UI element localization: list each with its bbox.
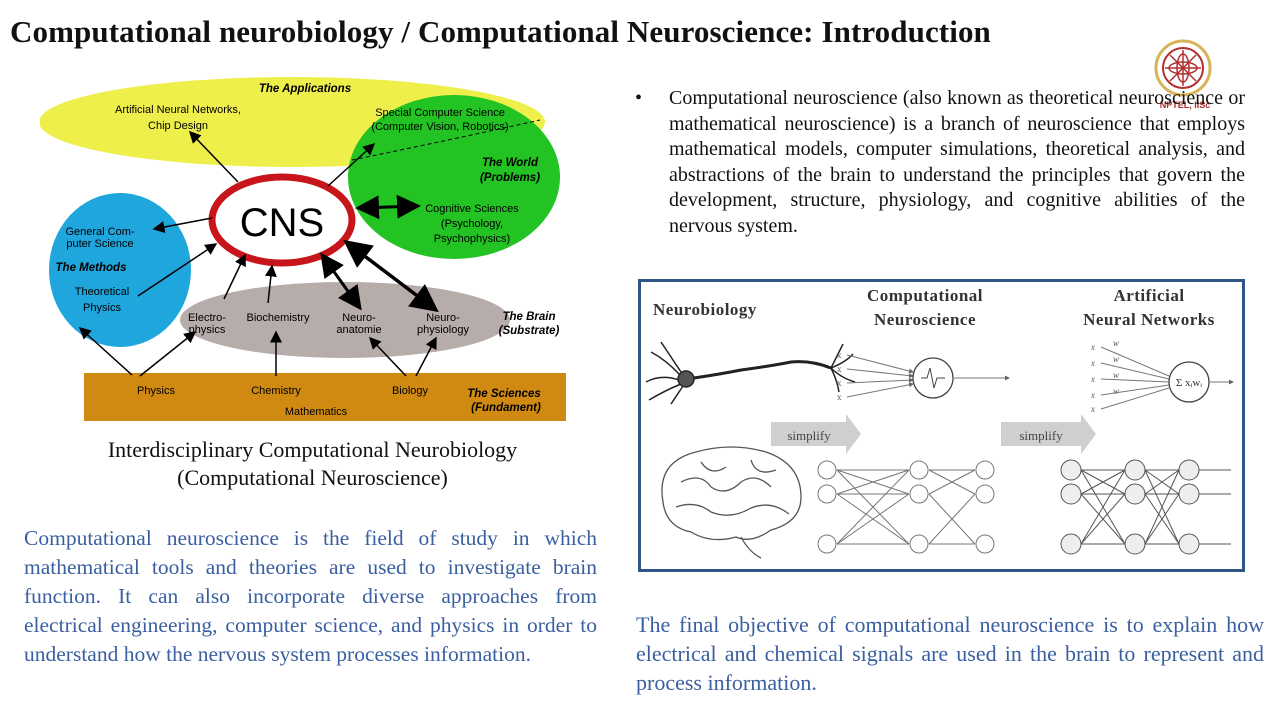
svg-text:Chip Design: Chip Design xyxy=(148,120,208,132)
svg-text:Neuro-: Neuro- xyxy=(426,312,460,324)
svg-text:Biology: Biology xyxy=(392,385,429,397)
svg-text:x: x xyxy=(1090,342,1095,352)
brain-drawing xyxy=(661,446,802,559)
svg-text:Mathematics: Mathematics xyxy=(285,406,348,418)
nn-figure: Neurobiology Computational Neuroscience … xyxy=(645,286,1234,559)
svg-text:Theoretical: Theoretical xyxy=(75,286,129,298)
svg-text:x: x xyxy=(1090,374,1095,384)
svg-text:General Com-: General Com- xyxy=(65,226,134,238)
svg-text:puter Science: puter Science xyxy=(66,238,133,250)
simplify-arrow-1: simplify xyxy=(771,414,861,454)
svg-text:x: x xyxy=(837,392,842,402)
nn-figure-frame: Neurobiology Computational Neuroscience … xyxy=(638,279,1245,572)
comp-network xyxy=(817,460,995,554)
svg-text:Psychophysics): Psychophysics) xyxy=(434,233,510,245)
cns-label: CNS xyxy=(240,201,324,245)
diagram-caption: Interdisciplinary Computational Neurobio… xyxy=(40,436,585,492)
svg-text:physiology: physiology xyxy=(417,324,469,336)
world-dashed-edge xyxy=(351,119,541,161)
svg-text:The Sciences: The Sciences xyxy=(467,388,541,400)
svg-text:Physics: Physics xyxy=(83,302,121,314)
svg-text:Physics: Physics xyxy=(137,385,175,397)
cns-ring xyxy=(208,173,356,267)
svg-text:The Applications: The Applications xyxy=(259,83,351,95)
svg-text:(Fundament): (Fundament) xyxy=(471,402,541,414)
svg-text:Cognitive Sciences: Cognitive Sciences xyxy=(425,203,519,215)
slide-title: Computational neurobiology / Computation… xyxy=(10,14,991,49)
svg-text:Electro-: Electro- xyxy=(188,312,226,324)
svg-text:anatomie: anatomie xyxy=(336,324,381,336)
heading-compneuro-1: Computational xyxy=(867,286,983,305)
bullet-text: Computational neuroscience (also known a… xyxy=(669,87,1245,237)
simplify-arrow-2: simplify xyxy=(1001,414,1096,454)
svg-text:Artificial Neural Networks,: Artificial Neural Networks, xyxy=(115,104,241,116)
svg-text:simplify: simplify xyxy=(1019,428,1063,443)
svg-text:x: x xyxy=(837,350,842,360)
neuron-drawing xyxy=(645,341,856,405)
heading-neurobiology: Neurobiology xyxy=(653,300,757,319)
svg-text:(Problems): (Problems) xyxy=(480,172,540,184)
svg-text:w: w xyxy=(1113,386,1119,396)
svg-text:w: w xyxy=(1113,338,1119,348)
svg-text:x: x xyxy=(1090,390,1095,400)
svg-text:x: x xyxy=(837,378,842,388)
right-body-text: The final objective of computational neu… xyxy=(636,612,1264,695)
svg-text:Biochemistry: Biochemistry xyxy=(247,312,310,324)
heading-compneuro-2: Neuroscience xyxy=(874,310,976,329)
svg-text:The Brain: The Brain xyxy=(502,311,555,323)
svg-text:(Computer Vision, Robotics): (Computer Vision, Robotics) xyxy=(371,121,508,133)
logo-text: NPTEL, IISc xyxy=(1159,100,1211,110)
sciences-bar xyxy=(84,373,566,421)
sum-label: Σ xᵢwᵢ xyxy=(1176,377,1202,389)
interdisciplinary-diagram: CNS The Applications Artificial Neural N… xyxy=(40,77,566,421)
caption-line1: Interdisciplinary Computational Neurobio… xyxy=(107,437,518,462)
svg-text:x: x xyxy=(1090,358,1095,368)
institute-logo xyxy=(1154,39,1212,97)
svg-text:(Substrate): (Substrate) xyxy=(499,325,560,337)
svg-text:x: x xyxy=(837,364,842,374)
svg-text:Special Computer Science: Special Computer Science xyxy=(375,107,505,119)
caption-line2: (Computational Neuroscience) xyxy=(177,465,448,490)
svg-text:w: w xyxy=(1113,354,1119,364)
heading-ann-2: Neural Networks xyxy=(1083,310,1215,329)
svg-text:w: w xyxy=(1113,370,1119,380)
svg-text:physics: physics xyxy=(189,324,226,336)
svg-text:Chemistry: Chemistry xyxy=(251,385,301,397)
definition-bullet: • Computational neuroscience (also known… xyxy=(635,86,1245,239)
left-body-text: Computational neuroscience is the field … xyxy=(24,526,597,666)
ann-network xyxy=(1060,459,1231,555)
svg-text:simplify: simplify xyxy=(787,428,831,443)
bullet-marker: • xyxy=(635,87,643,109)
heading-ann-1: Artificial xyxy=(1113,286,1184,305)
svg-text:(Psychology,: (Psychology, xyxy=(441,218,503,230)
svg-text:Neuro-: Neuro- xyxy=(342,312,376,324)
svg-text:The World: The World xyxy=(482,157,539,169)
svg-text:x: x xyxy=(1090,404,1095,414)
svg-text:The Methods: The Methods xyxy=(56,262,127,274)
